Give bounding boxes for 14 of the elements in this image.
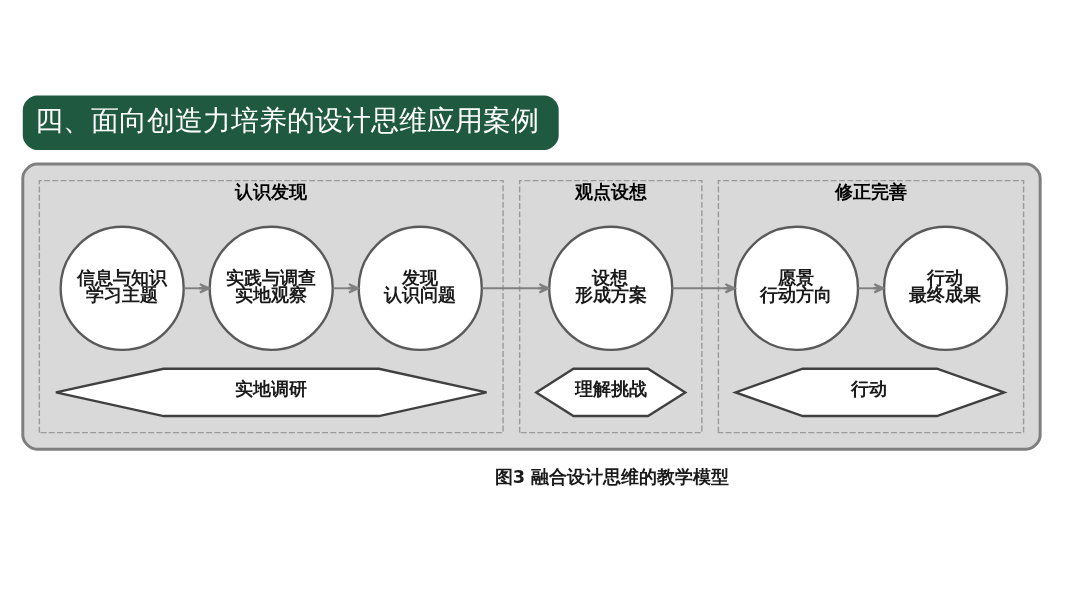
diagram-title: 四、面向创造力培养的设计思维应用案例 [35, 103, 540, 137]
cluster [21, 162, 1042, 451]
arrow [182, 282, 211, 293]
arrow [671, 282, 736, 293]
node-circle: 实践与调查 实地观察 [208, 225, 334, 351]
arrow [332, 282, 360, 293]
arrow [481, 282, 550, 293]
node-circle: 设想 形成方案 [548, 225, 674, 351]
node-circle: 信息与知识 学习主题 [59, 225, 185, 351]
node-circle: 愿景 行动方向 [733, 225, 860, 351]
caption: 图3 融合设计思维的教学模型 [494, 466, 730, 487]
arrow [857, 282, 885, 293]
node-circle: 行动 最终成果 [882, 225, 1009, 351]
node-circle: 发现 认识问题 [357, 225, 483, 351]
